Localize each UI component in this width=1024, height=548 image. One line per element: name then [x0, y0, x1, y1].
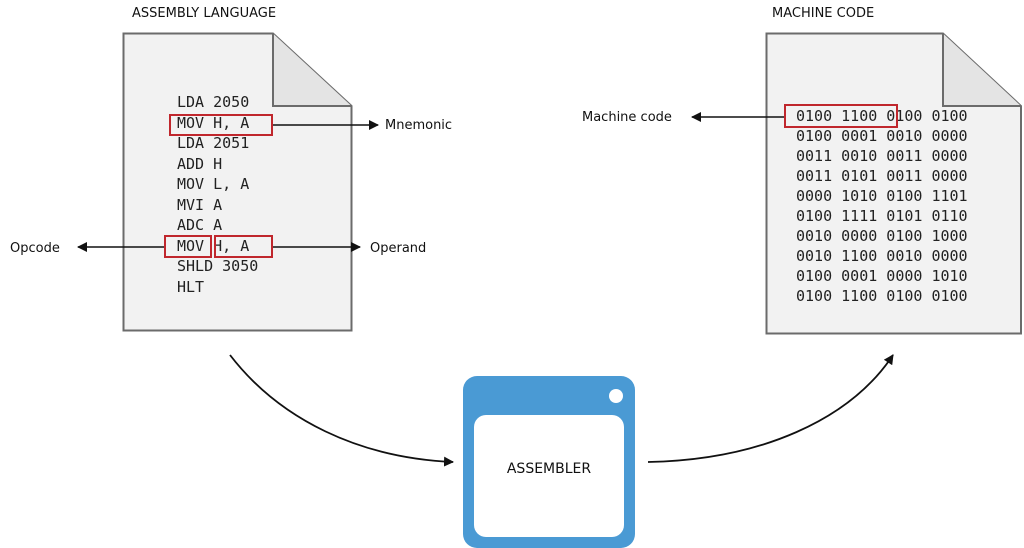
code-line: MVI A	[177, 196, 223, 214]
code-line: 0011 0010 0011 0000	[796, 147, 968, 165]
assembler-label: ASSEMBLER	[506, 461, 592, 477]
code-line: MOV H, A	[177, 114, 250, 132]
code-line: 0010 1100 0010 0000	[796, 247, 968, 265]
assembler-to-machine-arrow	[647, 354, 894, 463]
code-line: LDA 2051	[177, 134, 250, 152]
code-line: HLT	[177, 278, 205, 296]
code-line: 0011 0101 0011 0000	[796, 167, 968, 185]
code-line: ADC A	[177, 216, 223, 234]
opcode-highlight-box	[164, 235, 212, 258]
code-line: ADD H	[177, 155, 223, 173]
code-line: 0100 0001 0010 0000	[796, 127, 968, 145]
window-dot-icon	[609, 389, 623, 403]
mnemonic-highlight-box	[169, 114, 273, 136]
document-shape	[765, 32, 1022, 335]
machine-code-label: Machine code	[582, 110, 672, 125]
code-line: 0100 0001 0000 1010	[796, 267, 968, 285]
operand-label: Operand	[370, 241, 427, 256]
assembly-to-assembler-arrow	[229, 354, 454, 467]
code-line: 0010 0000 0100 1000	[796, 227, 968, 245]
mnemonic-label: Mnemonic	[385, 118, 453, 133]
code-line: 0100 1111 0101 0110	[796, 207, 968, 225]
code-line: 0100 1100 0100 0100	[796, 107, 968, 125]
machine-code-highlight-box	[784, 104, 898, 128]
assembly-language-title: ASSEMBLY LANGUAGE	[132, 6, 277, 21]
opcode-label: Opcode	[10, 241, 60, 256]
assembler-window-body: ASSEMBLER	[474, 415, 624, 537]
machine-code-title: MACHINE CODE	[772, 6, 875, 21]
code-line: LDA 2050	[177, 93, 250, 111]
operand-highlight-box	[214, 235, 273, 258]
code-line: SHLD 3050	[177, 257, 259, 275]
code-line: 0100 1100 0100 0100	[796, 287, 968, 305]
code-line: MOV H, A	[177, 237, 250, 255]
assembler-window-icon: ASSEMBLER	[463, 376, 635, 548]
code-line: 0000 1010 0100 1101	[796, 187, 968, 205]
machine-code-document	[765, 32, 1022, 335]
code-line: MOV L, A	[177, 175, 250, 193]
